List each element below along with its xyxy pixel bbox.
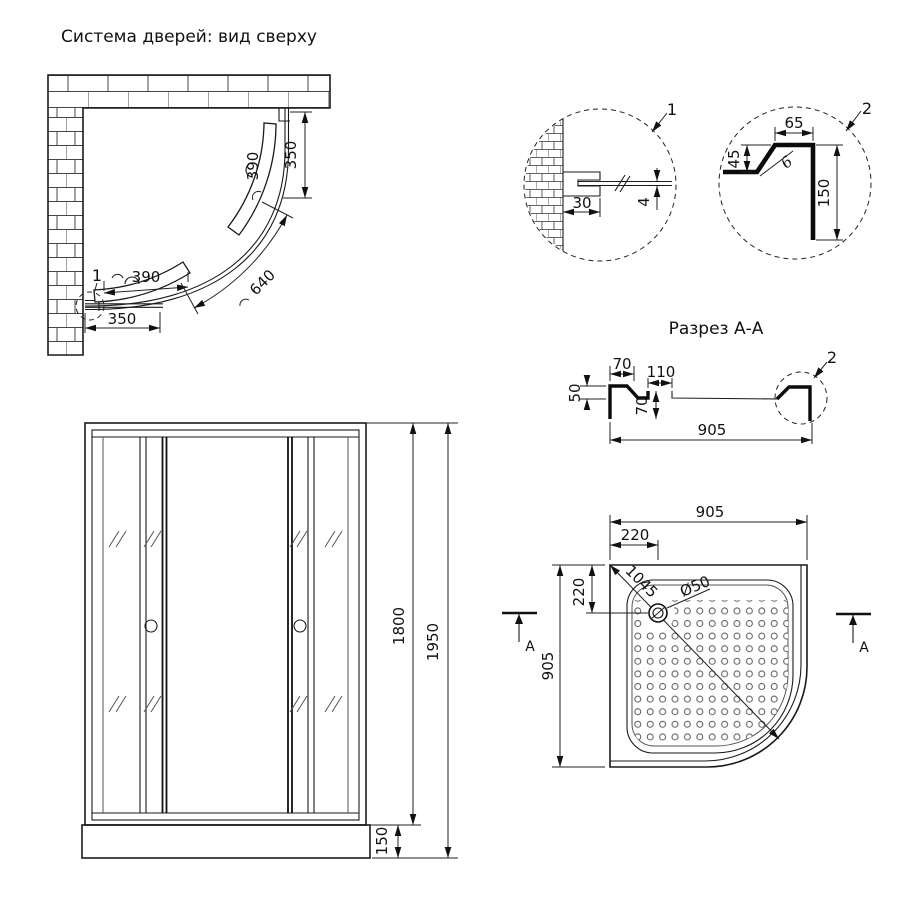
elevation-inner-frame [91, 429, 360, 821]
section-marker-right-label: A [859, 640, 869, 656]
dim-label-905-section: 905 [698, 421, 727, 439]
dim-label-350-right: 350 [282, 141, 300, 170]
dim-tray-height: 150 [373, 825, 402, 858]
dim-label-905-left: 905 [539, 652, 557, 681]
section-detail-ref: 2 [827, 348, 837, 367]
dim-label-390-top: 390 [244, 152, 262, 181]
diagonal-dim-line [609, 564, 780, 740]
dim-label-1950: 1950 [424, 623, 442, 661]
wall-hatch [47, 74, 331, 356]
section-marker-left: A [502, 611, 537, 655]
door-handle-left [144, 619, 158, 633]
detail2-leader [845, 110, 862, 132]
section-detail-leader [813, 361, 828, 379]
dim-top-width: 65 [774, 114, 814, 141]
section-marker-left-label: A [525, 639, 535, 655]
detail1-wall-channel [563, 171, 601, 197]
detail1-break-symbol [614, 174, 631, 193]
front-elevation: 1800 1950 150 [81, 422, 458, 859]
dim-notch-width: 110 [647, 363, 676, 388]
section-right-rim [775, 385, 812, 421]
dim-label-220-top: 220 [621, 526, 650, 544]
plan-view: Система дверей: вид сверху 350 [47, 27, 331, 356]
dim-label-45: 45 [725, 149, 743, 168]
drain [648, 603, 668, 623]
detail2-boundary [718, 106, 872, 260]
dim-label-150: 150 [373, 827, 391, 856]
dim-tray-width-top: 905 [609, 503, 808, 560]
dim-wall-gap: 30 [562, 194, 601, 217]
dim-label-30: 30 [572, 194, 591, 212]
dim-overall-width: 905 [609, 421, 813, 444]
section-detail-circle [774, 371, 828, 425]
detail1-leader [651, 112, 668, 133]
drain-leader [666, 588, 711, 609]
dim-drain-offset-y: 220 [570, 565, 648, 614]
dim-drain-offset-x: 220 [610, 526, 659, 560]
detail1-glass [578, 180, 672, 187]
dim-label-905-top: 905 [696, 503, 725, 521]
dim-label-110: 110 [647, 363, 676, 381]
glass-panels [102, 437, 349, 813]
dim-fixed-bottom: 350 [84, 310, 161, 333]
door-handle-plan-top [245, 162, 254, 178]
dim-fixed-top: 350 [282, 111, 312, 199]
dim-label-65: 65 [784, 114, 803, 132]
detail2-label: 2 [862, 99, 872, 118]
dim-skirt-height: 150 [815, 144, 843, 241]
section-marker-right: A [836, 612, 871, 656]
detail-ref-1-marker: 1 [75, 266, 105, 321]
dim-label-1800: 1800 [390, 607, 408, 645]
dim-label-390-bottom: 390 [132, 268, 161, 286]
detail1-boundary [523, 108, 677, 262]
detail-ref-1-label: 1 [92, 266, 102, 285]
dim-tray-depth-left: 905 [539, 564, 605, 768]
door-handle-right [293, 619, 307, 633]
section-aa: Разрез А-А 70 110 50 70 905 [566, 319, 837, 444]
dim-label-4: 4 [635, 197, 653, 207]
section-title: Разрез А-А [669, 319, 764, 339]
dim-label-220-left: 220 [570, 578, 588, 607]
dim-label-150-detail: 150 [815, 179, 833, 208]
dim-depth: 70 [633, 391, 660, 419]
dim-rim-height: 50 [566, 375, 606, 410]
dim-label-70-vert: 70 [633, 396, 651, 415]
dim-label-350-bottom: 350 [108, 310, 137, 328]
dim-door-bottom: 390 [103, 268, 189, 296]
dim-label-50: 50 [566, 383, 584, 402]
glazing-marks [108, 530, 343, 713]
dim-label-70-top: 70 [612, 355, 631, 373]
dim-glass-thickness: 4 [635, 168, 661, 210]
elevation-tray-base [81, 824, 371, 859]
dim-door-height: 1800 [366, 422, 458, 826]
detail-circle-2: 65 45 6 150 2 [718, 99, 872, 260]
section-bottom-sheet [671, 391, 778, 400]
dim-rim-width: 70 [609, 355, 635, 381]
dim-step-height: 45 [725, 144, 771, 173]
dim-door-top: 390 [244, 152, 262, 201]
dim-total-height: 1950 [372, 423, 458, 859]
section-left-rim [608, 384, 650, 419]
plan-title: Система дверей: вид сверху [61, 27, 317, 47]
detail1-label: 1 [667, 100, 677, 119]
door-handle-plan-bottom [124, 276, 140, 285]
